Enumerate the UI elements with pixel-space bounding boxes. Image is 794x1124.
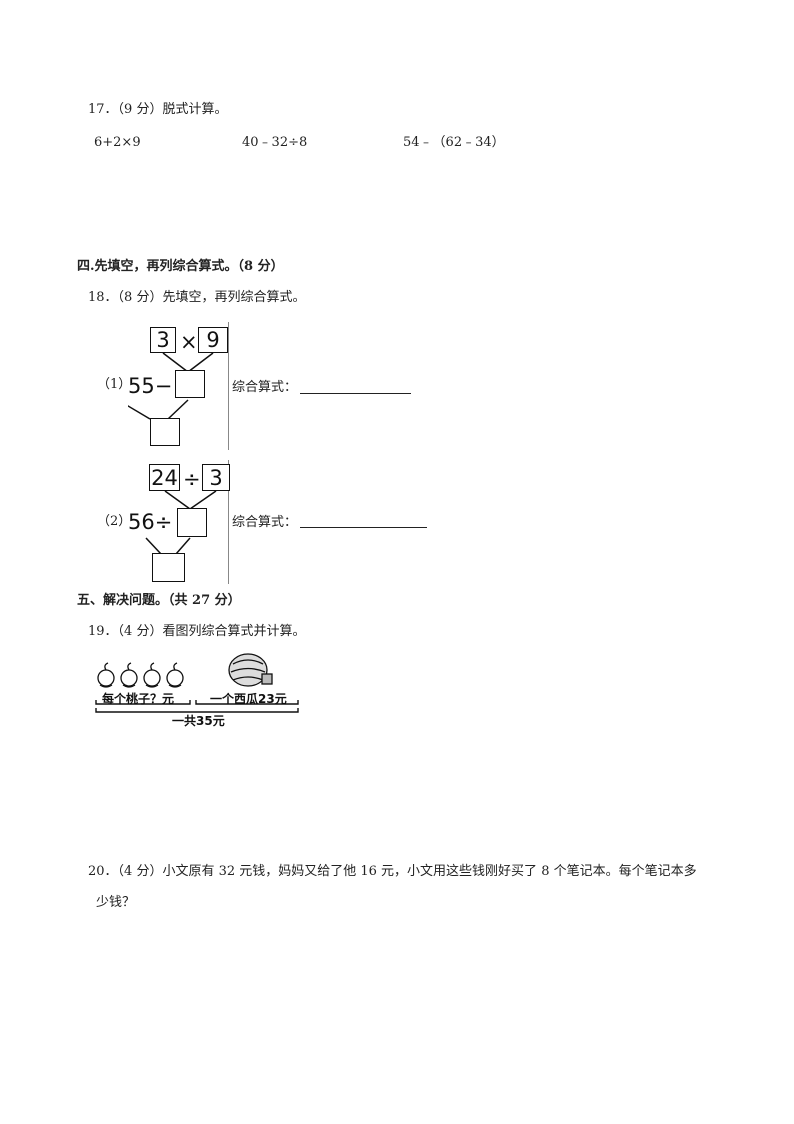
middle-answer-box[interactable] [175, 370, 205, 398]
q18-part2-formula-label: 综合算式： [232, 515, 298, 530]
q18-part2-label: （2） [97, 514, 132, 529]
section4-heading: 四.先填空，再列综合算式。（8 分） [77, 259, 284, 274]
q18-part1-label: （1） [97, 377, 132, 392]
q20-text-line2: 少钱？ [96, 895, 136, 910]
peach-price-label: 每个桃子？元 [102, 692, 175, 706]
top-left-number-box: 24 [149, 464, 180, 491]
melon-price-label: 一个西瓜23元 [210, 692, 287, 706]
peach-icons [97, 662, 184, 688]
diagram-side-line [228, 322, 229, 450]
bottom-answer-box[interactable] [152, 553, 185, 582]
q17-expression-3: 54﹣（62﹣34） [403, 135, 505, 150]
q18-part1-formula-label: 综合算式： [232, 380, 298, 395]
q18-part1-answer-line[interactable] [300, 393, 411, 394]
watermelon-icon [228, 653, 273, 687]
divide-sign: ÷ [183, 467, 201, 491]
q20-text-line1: 20．（4 分）小文原有 32 元钱，妈妈又给了他 16 元，小文用这些钱刚好买… [88, 864, 697, 879]
top-right-number-box: 3 [202, 464, 230, 491]
brace-lines [95, 700, 299, 713]
q18-title: 18．（8 分）先填空，再列综合算式。 [88, 290, 306, 305]
section5-heading: 五、解决问题。（共 27 分） [77, 593, 241, 608]
q18-part2-answer-line[interactable] [300, 527, 427, 528]
bottom-answer-box[interactable] [150, 418, 180, 446]
q17-title: 17．（9 分）脱式计算。 [88, 102, 228, 117]
tree-connector-lines [128, 352, 214, 420]
q18-part2-diagram: 24 ÷ 3 56÷ [128, 460, 238, 584]
multiply-sign: × [180, 330, 198, 354]
q17-expression-2: 40﹣32÷8 [242, 135, 308, 150]
middle-answer-box[interactable] [177, 508, 207, 537]
top-right-number-box: 9 [198, 327, 228, 353]
top-left-number-box: 3 [150, 327, 176, 353]
fruit-drawing [95, 653, 299, 713]
q19-title: 19．（4 分）看图列综合算式并计算。 [88, 624, 306, 639]
left-expression: 55− [128, 374, 173, 398]
q19-peach-melon-picture: 每个桃子？元 一个西瓜23元 一共35元 [92, 650, 302, 728]
tree-connector-lines [145, 490, 217, 555]
q17-expression-1: 6+2×9 [94, 135, 141, 150]
diagram-side-line [228, 460, 229, 584]
q18-part1-diagram: 3 × 9 55− [128, 322, 238, 450]
total-price-label: 一共35元 [172, 714, 225, 728]
left-expression: 56÷ [128, 510, 173, 534]
